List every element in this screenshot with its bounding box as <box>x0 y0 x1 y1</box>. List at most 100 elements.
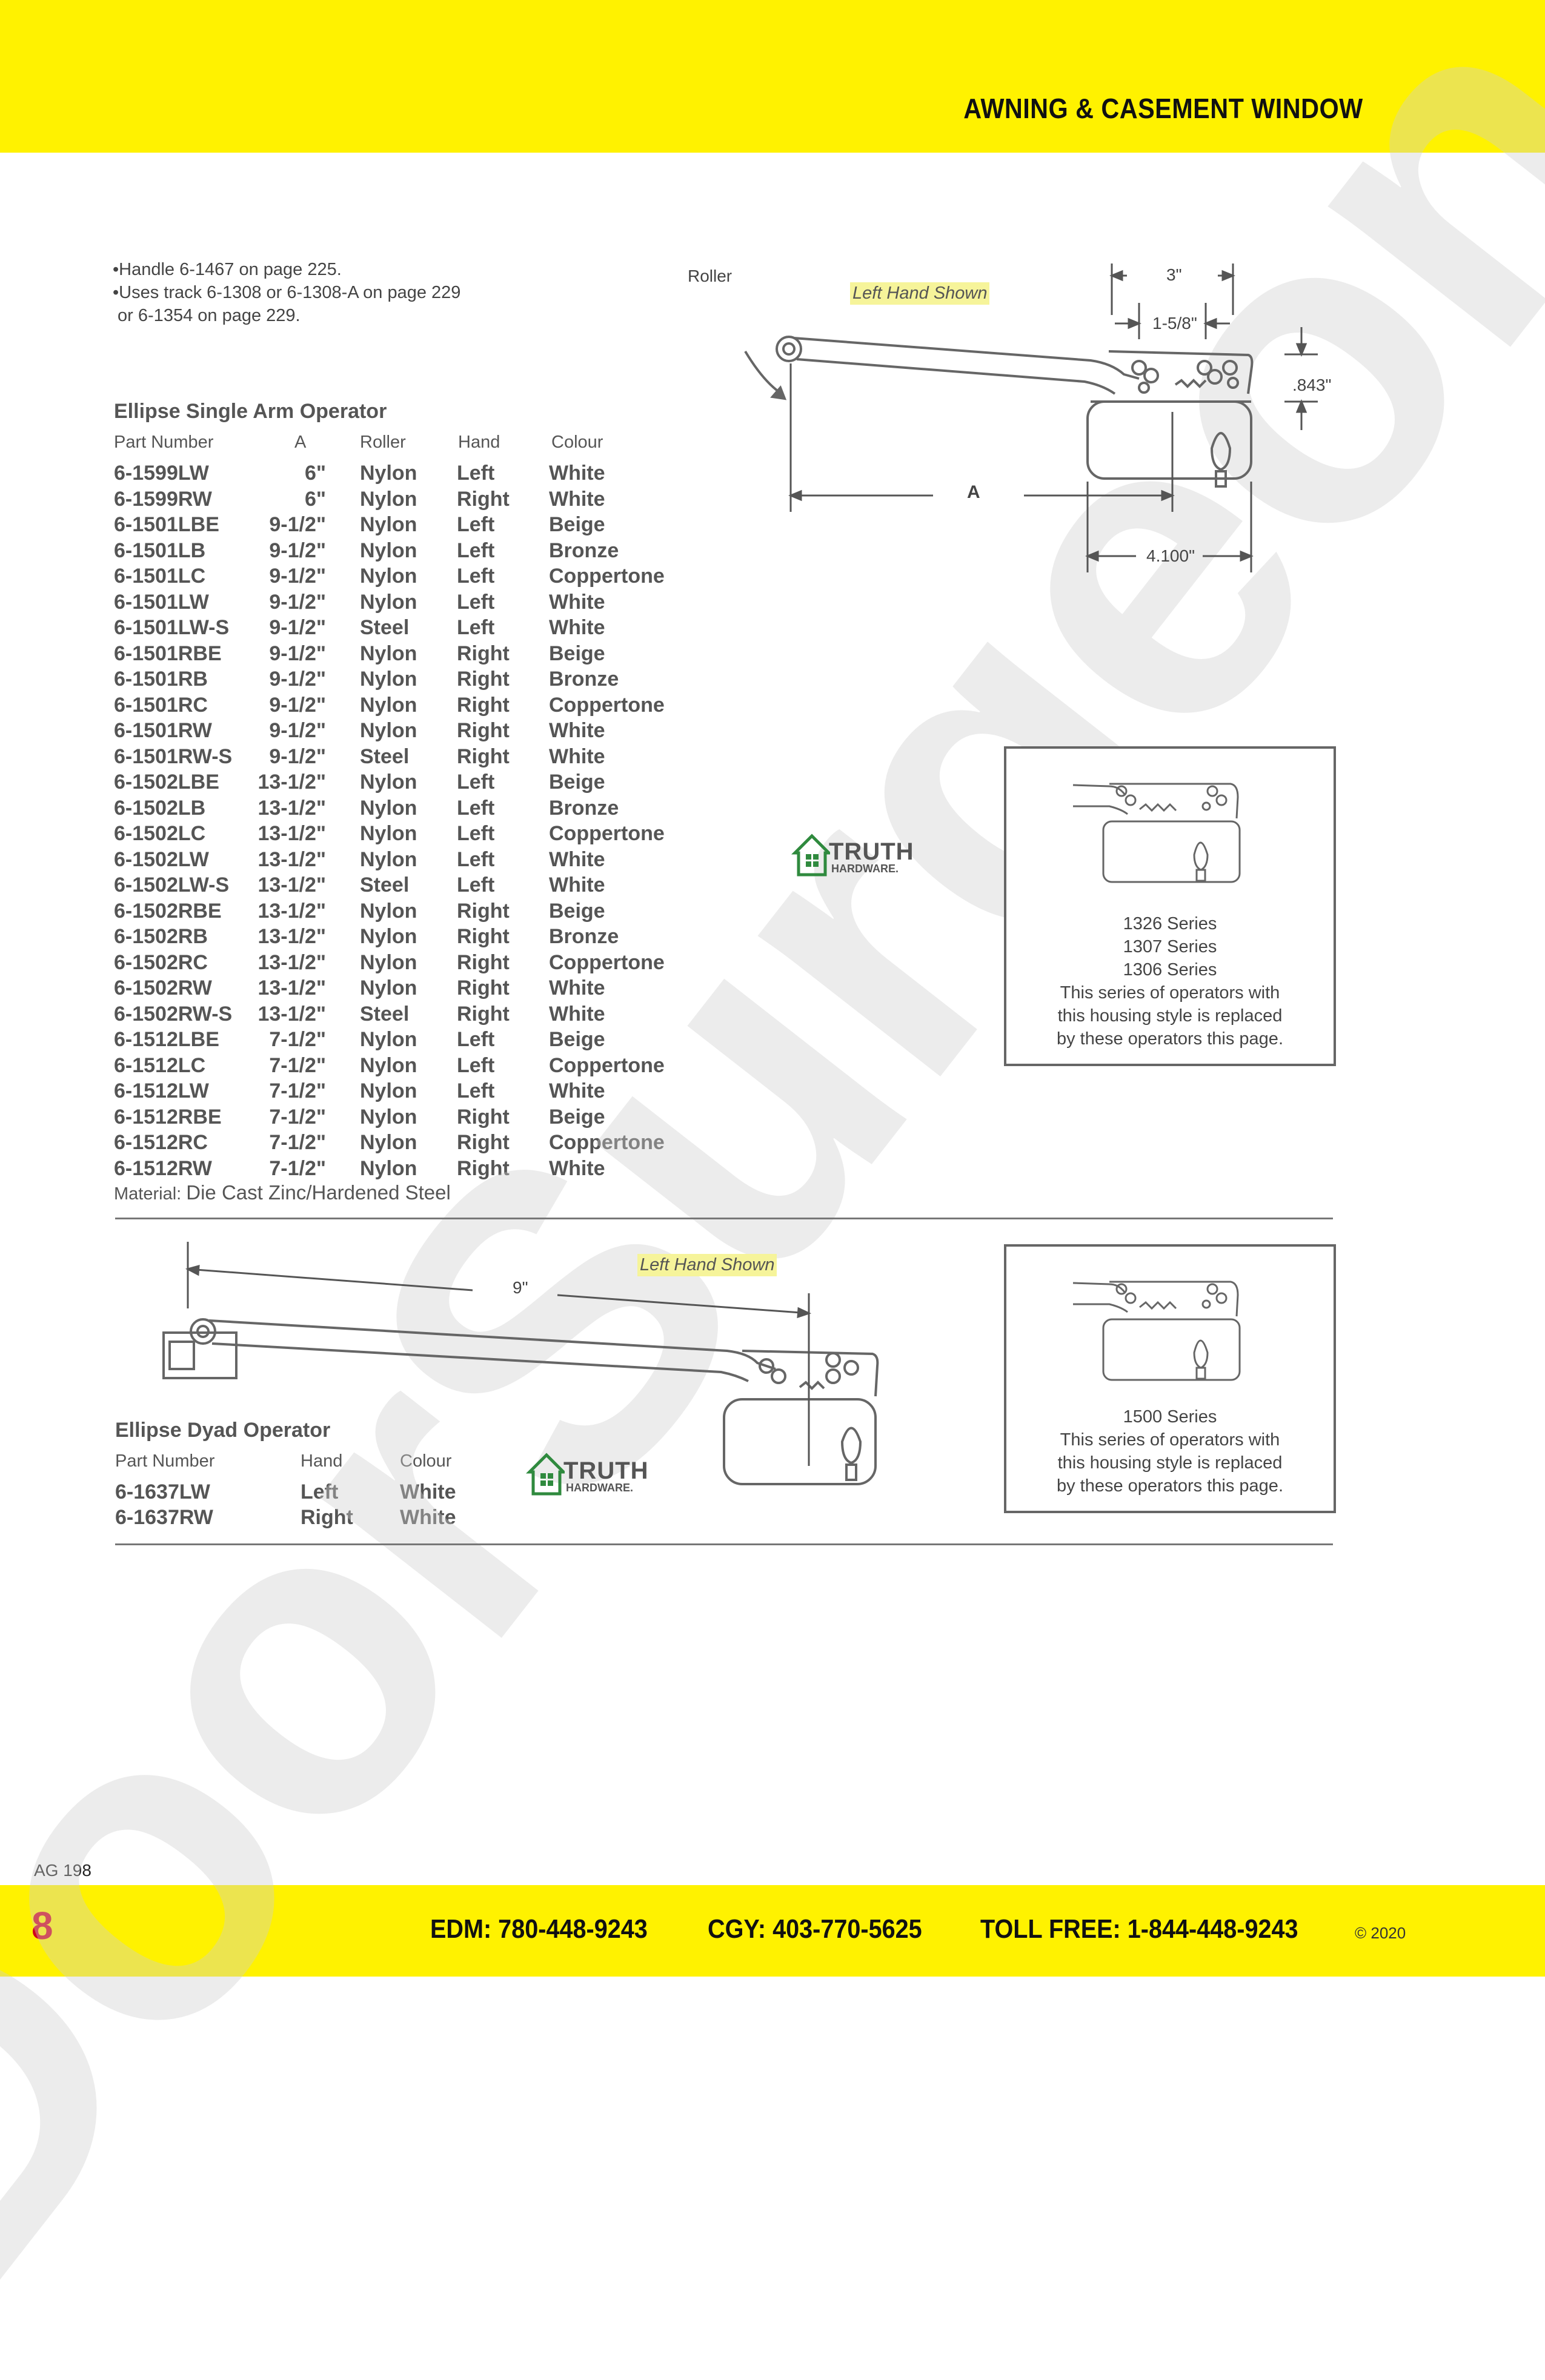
hand: Left <box>457 462 495 485</box>
hand: Right <box>457 976 510 999</box>
roller: Nylon <box>360 590 417 614</box>
caption-line: by these operators this page. <box>1056 1029 1283 1049</box>
caption-line: this housing style is replaced <box>1057 1006 1283 1026</box>
dim-1-5-8: 1-5/8" <box>1152 314 1197 333</box>
truth-hardware-logo: TRUTH HARDWARE. <box>791 830 925 878</box>
roller: Nylon <box>360 668 417 691</box>
dim-843: .843" <box>1292 376 1332 394</box>
a-length: 13-1/2" <box>258 899 326 923</box>
colour: White <box>549 616 605 639</box>
roller: Nylon <box>360 1131 417 1154</box>
a-length: 9-1/2" <box>269 590 326 614</box>
a-length: 13-1/2" <box>258 771 326 794</box>
colour: Beige <box>549 641 605 665</box>
house-icon <box>526 1453 565 1496</box>
dim-a: A <box>967 482 980 502</box>
part-number: 6-1501LC <box>114 565 206 588</box>
caption-line: This series of operators with <box>1060 983 1280 1003</box>
a-length: 9-1/2" <box>269 539 326 562</box>
roller: Nylon <box>360 719 417 742</box>
roller: Nylon <box>360 462 417 485</box>
roller: Nylon <box>360 487 417 511</box>
material-value: Die Cast Zinc/Hardened Steel <box>186 1181 451 1204</box>
a-length: 7-1/2" <box>269 1079 326 1102</box>
a-length: 13-1/2" <box>258 1002 326 1026</box>
dim-4100: 4.100" <box>1146 546 1195 565</box>
colour: Beige <box>549 1028 605 1051</box>
hand: Right <box>457 1131 510 1154</box>
part-number: 6-1502RB <box>114 925 208 948</box>
a-length: 9-1/2" <box>269 668 326 691</box>
operator-diagram <box>744 264 1318 572</box>
logo-line1: TRUTH <box>563 1457 649 1484</box>
hand: Right <box>301 1506 353 1529</box>
roller: Nylon <box>360 1079 417 1102</box>
col-header: Hand <box>458 433 500 452</box>
part-number: 6-1502RC <box>114 950 208 974</box>
part-number: 6-1501LB <box>114 539 206 562</box>
a-length: 7-1/2" <box>269 1105 326 1129</box>
roller: Nylon <box>360 822 417 845</box>
hand: Right <box>457 899 510 923</box>
roller: Nylon <box>360 925 417 948</box>
catalog-ref: AG 198 <box>34 1861 91 1880</box>
col-header: Part Number <box>114 433 214 452</box>
a-length: 13-1/2" <box>258 822 326 845</box>
hand: Left <box>301 1480 339 1503</box>
roller: Nylon <box>360 1053 417 1077</box>
a-length: 9-1/2" <box>269 744 326 768</box>
a-length: 13-1/2" <box>258 873 326 897</box>
part-number: 6-1637RW <box>115 1506 213 1529</box>
hand: Left <box>457 590 495 614</box>
part-number: 6-1502RW <box>114 976 212 999</box>
hand: Right <box>457 693 510 717</box>
part-number: 6-1502LC <box>114 822 206 845</box>
colour: White <box>549 976 605 999</box>
replacement-box: 1500 Series This series of operators wit… <box>1004 1244 1336 1513</box>
part-number: 6-1502LW-S <box>114 873 230 897</box>
cgy-phone: CGY: 403-770-5625 <box>708 1914 922 1944</box>
divider <box>115 1218 1333 1219</box>
part-number: 6-1501RW <box>114 719 212 742</box>
part-number: 6-1501RB <box>114 668 208 691</box>
part-number: 6-1501RW-S <box>114 744 233 768</box>
colour: Bronze <box>549 668 619 691</box>
a-length: 9-1/2" <box>269 641 326 665</box>
part-number: 6-1501RBE <box>114 641 222 665</box>
roller: Nylon <box>360 539 417 562</box>
left-hand-label: Left Hand Shown <box>637 1254 777 1276</box>
colour: White <box>549 847 605 871</box>
colour: Coppertone <box>549 950 665 974</box>
notes: •Handle 6-1467 on page 225. •Uses track … <box>113 258 460 327</box>
part-number: 6-1502LW <box>114 847 209 871</box>
note-line: •Handle 6-1467 on page 225. <box>113 260 342 279</box>
hand: Right <box>457 641 510 665</box>
part-number: 6-1501LBE <box>114 513 219 536</box>
part-number: 6-1512LBE <box>114 1028 219 1051</box>
logo-line2: HARDWARE. <box>831 863 899 875</box>
part-number: 6-1637LW <box>115 1480 210 1503</box>
part-number: 6-1502RW-S <box>114 1002 233 1026</box>
colour: White <box>549 590 605 614</box>
hand: Right <box>457 1002 510 1026</box>
footer-band <box>0 1885 1545 1977</box>
roller: Nylon <box>360 796 417 820</box>
hand: Left <box>457 771 495 794</box>
roller: Nylon <box>360 1028 417 1051</box>
dim-9: 9" <box>513 1278 528 1297</box>
a-length: 13-1/2" <box>258 950 326 974</box>
old-housing-diagram <box>1072 1281 1241 1381</box>
roller: Nylon <box>360 513 417 536</box>
hand: Left <box>457 822 495 845</box>
colour: White <box>549 1156 605 1180</box>
